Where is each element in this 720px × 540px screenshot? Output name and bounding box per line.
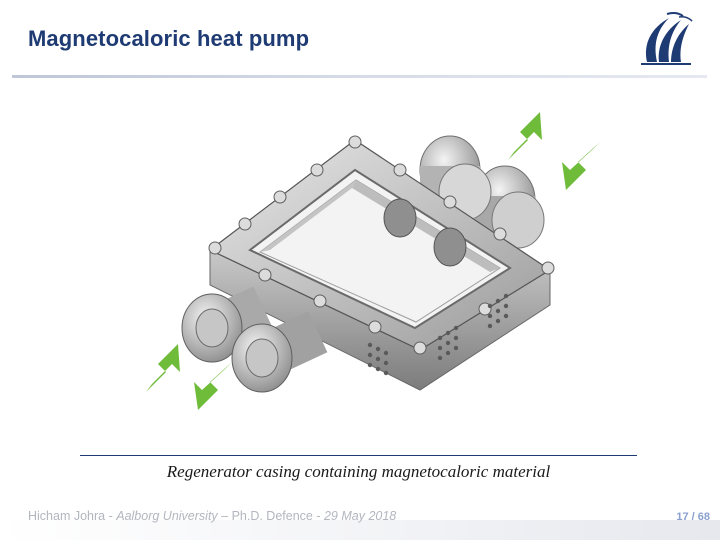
footer-event: – Ph.D. Defence - bbox=[217, 509, 324, 523]
footer-date: 29 May 2018 bbox=[323, 509, 397, 523]
caption-divider bbox=[80, 455, 637, 456]
footer-text: Hicham Johra - Aalborg University – Ph.D… bbox=[28, 509, 396, 523]
title-divider bbox=[12, 75, 707, 78]
footer-author: Hicham Johra - bbox=[28, 509, 117, 523]
green-flow-arrow-icon bbox=[146, 112, 600, 410]
slide-title: Magnetocaloric heat pump bbox=[28, 26, 310, 51]
front-ports bbox=[181, 286, 328, 393]
footer-bar bbox=[0, 520, 720, 540]
regenerator-casing-figure bbox=[120, 100, 610, 440]
aau-logo-icon bbox=[637, 10, 697, 68]
back-ports bbox=[419, 135, 545, 249]
page-number: 17 / 68 bbox=[676, 511, 710, 523]
figure-caption: Regenerator casing containing magnetocal… bbox=[166, 462, 551, 481]
footer-university: Aalborg University bbox=[116, 509, 218, 523]
